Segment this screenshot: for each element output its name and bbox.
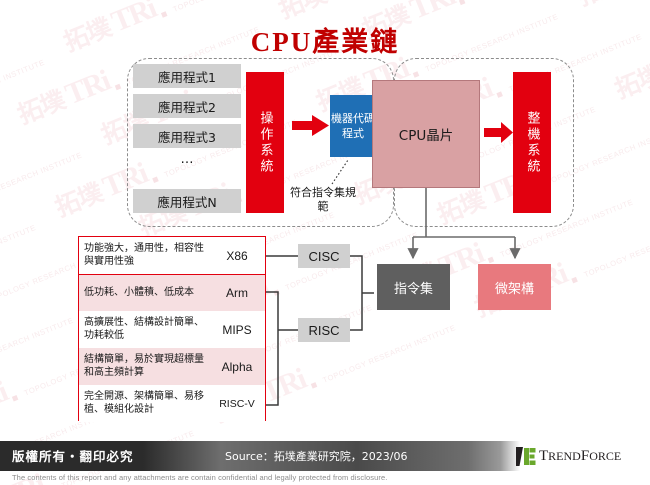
app-box-3[interactable]: 應用程式3 bbox=[133, 124, 241, 148]
watermark-dot-icon bbox=[488, 256, 495, 264]
microarchitecture-box[interactable]: 微架構 bbox=[478, 264, 551, 310]
arch-description: 結構簡單，易於實現超標量和高主頻計算 bbox=[84, 354, 204, 378]
system-label: 整機系統 bbox=[524, 110, 540, 175]
isa-compliance-note: 符合指令集規範 bbox=[290, 186, 356, 213]
app-box-1[interactable]: 應用程式1 bbox=[133, 64, 241, 88]
watermark-dot-icon bbox=[114, 83, 121, 91]
arch-name: Alpha bbox=[221, 359, 253, 374]
instruction-set-box[interactable]: 指令集 bbox=[377, 264, 450, 310]
operating-system-box[interactable]: 操作系統 bbox=[246, 72, 284, 213]
cisc-risc-merge-bracket bbox=[350, 255, 374, 331]
app-label: 應用程式N bbox=[157, 194, 217, 210]
watermark-dot-icon bbox=[571, 276, 579, 284]
watermark-sub: TOPOLOGY RESEARCH INSTITUTE bbox=[0, 57, 47, 120]
cpu-chip-label: CPU晶片 bbox=[398, 128, 454, 144]
arch-name: MIPS bbox=[222, 322, 252, 337]
trendforce-wordmark: TRENDFORCE bbox=[539, 448, 621, 465]
cpu-chip-box[interactable]: CPU晶片 bbox=[372, 80, 480, 188]
brand-rend: REND bbox=[548, 448, 581, 463]
cisc-label: CISC bbox=[308, 248, 340, 264]
risc-label: RISC bbox=[308, 322, 340, 338]
table-row[interactable]: 低功耗、小體積、低成本 Arm bbox=[79, 274, 265, 311]
trendforce-mark-icon bbox=[516, 446, 536, 466]
app-box-2[interactable]: 應用程式2 bbox=[133, 94, 241, 118]
table-row[interactable]: 高擴展性、結構設計簡單、功耗較低 MIPS bbox=[79, 311, 265, 348]
arch-name: X86 bbox=[226, 248, 248, 263]
app-ellipsis: … bbox=[133, 152, 241, 168]
brand-orce: ORCE bbox=[589, 448, 622, 463]
trendforce-logo: TRENDFORCE bbox=[516, 445, 621, 467]
watermark-cn: 拓墣 bbox=[571, 0, 629, 13]
watermark-sub: TOPOLOGY RESEARCH INSTITUTE bbox=[0, 222, 38, 285]
watermark-cn: 拓墣 bbox=[610, 59, 650, 105]
cisc-box[interactable]: CISC bbox=[298, 244, 350, 268]
whole-system-box[interactable]: 整機系統 bbox=[513, 72, 551, 213]
watermark-dot-icon bbox=[11, 394, 19, 402]
instruction-set-label: 指令集 bbox=[393, 281, 433, 297]
watermark-sub: TOPOLOGY RESEARCH INSTITUTE bbox=[0, 315, 75, 378]
watermark-dot-icon bbox=[310, 382, 317, 389]
architecture-table: 功能強大，通用性，相容性與實用性強 X86 低功耗、小體積、低成本 Arm 高擴… bbox=[78, 236, 266, 422]
risc-box[interactable]: RISC bbox=[298, 318, 350, 342]
app-label: 應用程式2 bbox=[158, 99, 216, 115]
arch-name: RISC-V bbox=[219, 397, 255, 410]
app-box-n[interactable]: 應用程式N bbox=[133, 189, 241, 213]
machine-code-box[interactable]: 機器代碼程式 bbox=[330, 95, 376, 157]
risc-family-bracket bbox=[266, 291, 298, 406]
source-text: Source：拓墣產業研究院，2023/06 bbox=[225, 450, 408, 463]
watermark-dot-icon bbox=[459, 0, 466, 6]
watermark-sub: TOPOLOGY RESEARCH INSTITUTE bbox=[582, 217, 650, 280]
page-title: CPU產業鏈 bbox=[250, 27, 400, 57]
arch-description: 完全開源、架構簡單、易移植、模組化設計 bbox=[84, 391, 204, 415]
footer-bar: 版權所有・翻印必究 Source：拓墣產業研究院，2023/06 TRENDFO… bbox=[0, 441, 650, 471]
watermark-sub: TOPOLOGY RESEARCH INSTITUTE bbox=[470, 0, 606, 1]
watermark-sub: TOPOLOGY RESEARCH INSTITUTE bbox=[0, 150, 84, 212]
disclaimer-text: The contents of this report and any atta… bbox=[12, 473, 388, 482]
watermark-dot-icon bbox=[160, 11, 168, 18]
watermark-dot-icon bbox=[273, 289, 280, 296]
table-row[interactable]: 結構簡單，易於實現超標量和高主頻計算 Alpha bbox=[79, 348, 265, 385]
table-row[interactable]: 功能強大，通用性，相容性與實用性強 X86 bbox=[79, 237, 265, 274]
watermark-sub: TOPOLOGY RESEARCH INSTITUTE bbox=[172, 0, 308, 14]
arch-name: Arm bbox=[226, 286, 248, 300]
watermark-cn: 拓墣 bbox=[50, 177, 107, 223]
copyright-text: 版權所有・翻印必究 bbox=[12, 449, 134, 464]
machine-code-label: 機器代碼程式 bbox=[331, 112, 375, 140]
watermark-cn: 拓墣 bbox=[646, 147, 650, 198]
table-row[interactable]: 完全開源、架構簡單、易移植、模組化設計 RISC-V bbox=[79, 385, 265, 422]
arch-description: 高擴展性、結構設計簡單、功耗較低 bbox=[84, 317, 204, 341]
brand-t: T bbox=[539, 447, 549, 464]
brand-f: F bbox=[580, 447, 590, 464]
watermark-tri: TRi bbox=[60, 64, 114, 112]
arch-description: 低功耗、小體積、低成本 bbox=[84, 286, 194, 298]
footer-background bbox=[0, 441, 650, 471]
app-label: 應用程式1 bbox=[158, 69, 216, 85]
app-label: … bbox=[180, 152, 194, 167]
watermark-tri: TRi bbox=[0, 375, 12, 423]
watermark-cn: 拓墣 bbox=[13, 84, 69, 130]
os-label: 操作系統 bbox=[257, 110, 273, 175]
microarchitecture-label: 微架構 bbox=[494, 281, 534, 297]
app-label: 應用程式3 bbox=[158, 129, 216, 145]
watermark-tri: TRi bbox=[322, 0, 376, 7]
arch-description: 功能強大，通用性，相容性與實用性強 bbox=[84, 243, 204, 267]
